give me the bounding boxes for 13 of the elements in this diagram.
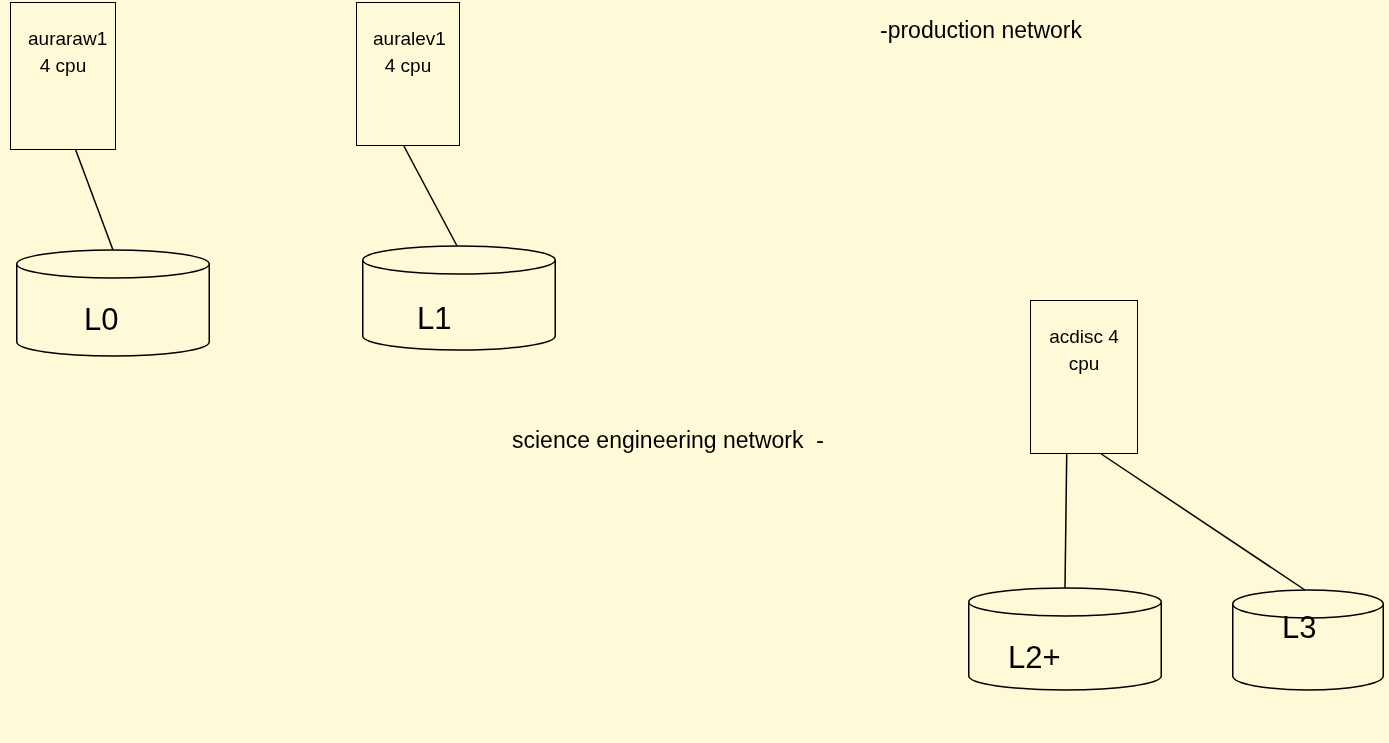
connector-line bbox=[74, 149, 114, 251]
server-box: acdisc 4 cpu bbox=[1030, 300, 1138, 454]
network-label: -production network bbox=[880, 16, 1082, 44]
server-box: auraraw1 4 cpu bbox=[10, 2, 116, 150]
storage-label: L0 bbox=[84, 302, 119, 338]
connector-line bbox=[1064, 453, 1068, 589]
server-box: auralev1 4 cpu bbox=[356, 2, 460, 146]
storage-label: L2+ bbox=[1008, 640, 1061, 676]
connector-line bbox=[403, 145, 458, 247]
network-label: science engineering network - bbox=[512, 426, 824, 454]
storage-label: L1 bbox=[417, 301, 452, 337]
connector-line bbox=[1100, 453, 1306, 591]
storage-label: L3 bbox=[1282, 610, 1317, 646]
